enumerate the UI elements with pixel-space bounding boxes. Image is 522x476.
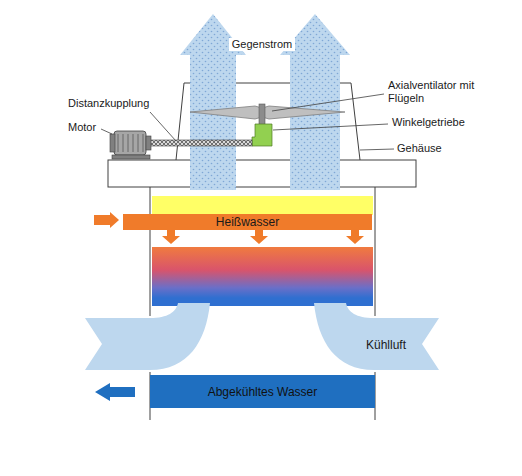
spray-arrows (162, 230, 364, 244)
platform (108, 160, 416, 187)
outlet-arrow (95, 383, 135, 401)
part-label: Gehäuse (397, 142, 442, 155)
fan-blades (190, 106, 345, 119)
node-text: Abgekühltes Wasser (208, 385, 318, 399)
part-label: Winkelgetriebe (392, 116, 465, 129)
cooling-air-arrow (314, 303, 439, 370)
distribution-band (152, 196, 373, 215)
hot-water-pipe: Heißwasser (123, 214, 372, 230)
distance-coupling (150, 140, 252, 146)
cold-water-basin: Abgekühltes Wasser (150, 375, 375, 408)
flow-label: Gegenstrom (229, 38, 296, 51)
part-label: Distanzkupplung (68, 97, 149, 110)
cooling-air-arrow (85, 303, 210, 370)
air-label: Kühlluft (366, 339, 406, 352)
motor (110, 131, 151, 159)
inlet-arrow (94, 212, 119, 228)
gearbox (252, 124, 272, 146)
node-text: Heißwasser (216, 215, 279, 229)
part-label: Axialventilator mit Flügeln (388, 79, 478, 105)
fill-pack (152, 247, 373, 298)
part-label: Motor (68, 121, 96, 134)
